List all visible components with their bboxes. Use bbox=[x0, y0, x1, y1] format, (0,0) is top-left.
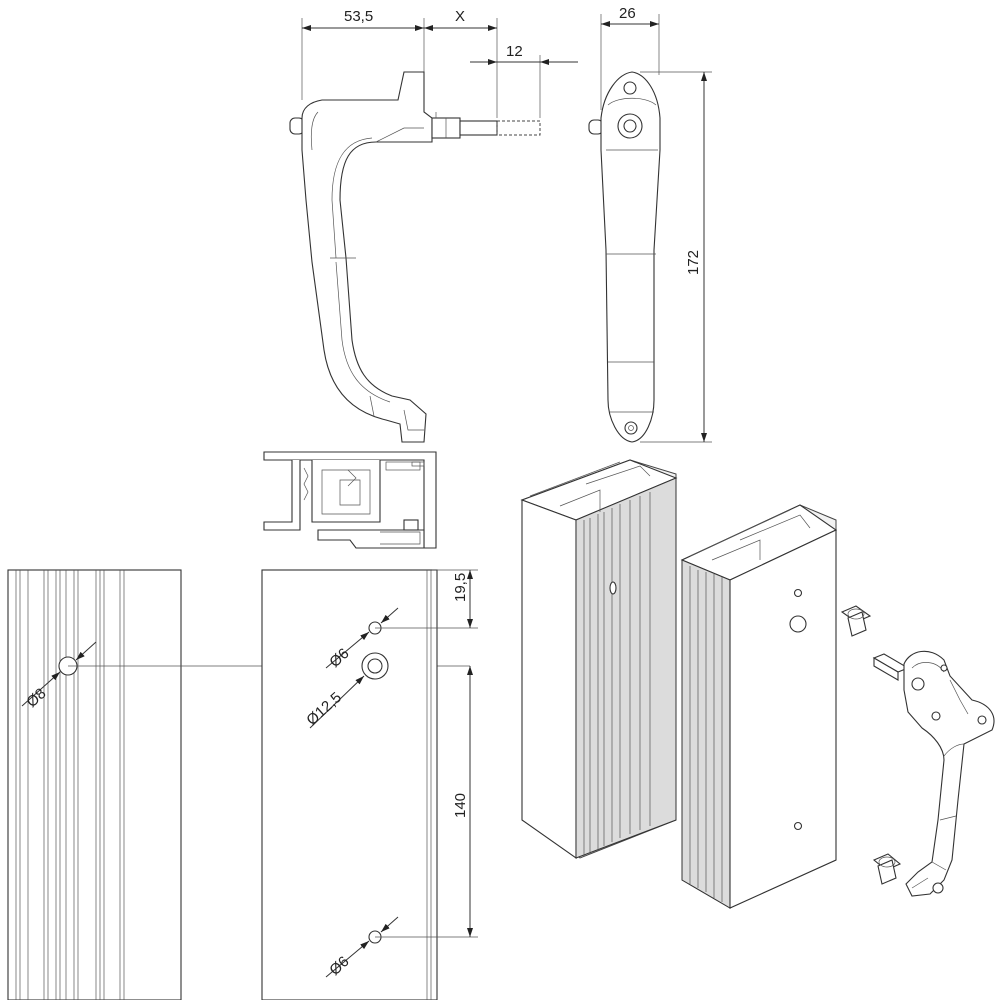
profile-side-view: Ø8 bbox=[7, 569, 470, 1000]
isometric-profile-right bbox=[680, 504, 838, 909]
dim-label-handle-offset: 53,5 bbox=[344, 8, 373, 25]
dim-label-spindle-tip: 12 bbox=[506, 43, 523, 60]
dim-label-spindle-variable: X bbox=[455, 8, 465, 25]
screw-top bbox=[840, 605, 872, 637]
dim-label-handle-length: 172 bbox=[685, 250, 702, 275]
handle-front-view: 26 172 bbox=[588, 5, 712, 443]
isometric-handle-assembly bbox=[840, 605, 995, 897]
dim-label-handle-width: 26 bbox=[619, 5, 636, 22]
dim-label-top-offset: 19,5 bbox=[452, 573, 469, 602]
isometric-profile-left bbox=[520, 459, 678, 860]
handle-side-view: 53,5 X 12 bbox=[289, 8, 578, 443]
dim-label-hole-spacing: 140 bbox=[452, 793, 469, 818]
screw-bottom bbox=[872, 853, 902, 885]
profile-front-view: 19,5 140 Ø6 Ø12,5 Ø6 bbox=[261, 569, 478, 1000]
profile-cross-section bbox=[263, 451, 437, 549]
